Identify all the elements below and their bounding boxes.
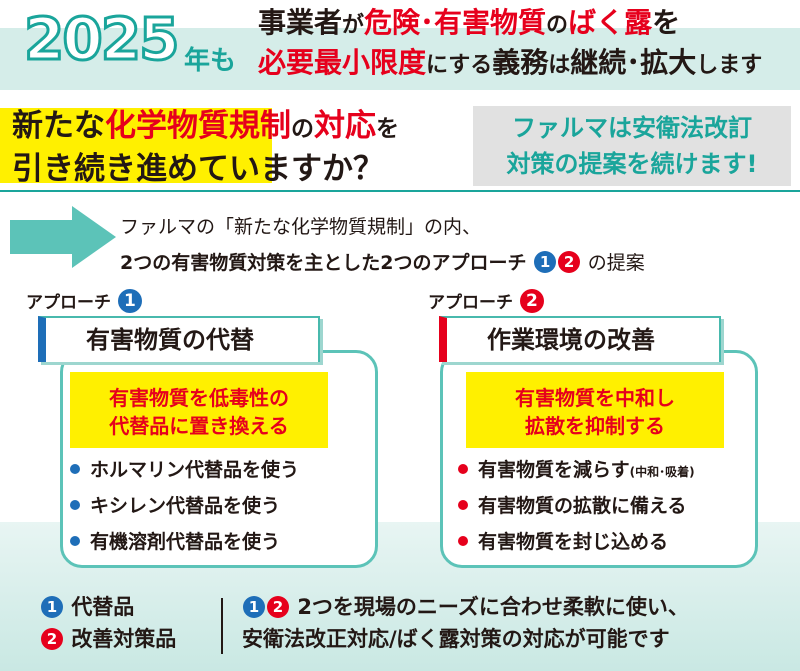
year-number: 2025 bbox=[22, 4, 180, 75]
question-particle: の bbox=[291, 116, 314, 142]
divider-line bbox=[0, 190, 800, 192]
legend-improvement: 2 改善対策品 bbox=[40, 625, 176, 653]
headline-segment: ばく露 bbox=[568, 6, 653, 39]
approach-1-highlight: 有害物質を低毒性の 代替品に置き換える bbox=[70, 372, 328, 448]
question-particle-2: を bbox=[376, 116, 399, 142]
question-text: 新たな化学物質規制の対応を 引き続き進めていますか？ bbox=[12, 106, 399, 189]
footer-badge-2: 2 bbox=[267, 596, 289, 618]
number-badge-2: 2 bbox=[558, 251, 581, 273]
list-item: ホルマリン代替品を使う bbox=[70, 452, 299, 488]
list-item-text: ホルマリン代替品を使う bbox=[90, 459, 300, 481]
approach-1-highlight-line-2: 代替品に置き換える bbox=[109, 414, 289, 438]
approach-label-text: アプローチ bbox=[428, 293, 513, 313]
number-badge-1: 1 bbox=[534, 251, 557, 273]
approach-2-label: アプローチ 2 bbox=[428, 289, 545, 315]
approach-1-title: 有害物質の代替 bbox=[38, 316, 320, 362]
intro-text-end: の提案 bbox=[587, 252, 645, 274]
list-item-text: 有害物質の拡散に備える bbox=[478, 495, 687, 517]
bullet-icon bbox=[70, 464, 80, 474]
headline-segment: は bbox=[548, 53, 571, 78]
approach-2-list: 有害物質を減らす(中和･吸着) 有害物質の拡散に備える 有害物質を封じ込める bbox=[458, 452, 695, 560]
list-item-text: 有機溶剤代替品を使う bbox=[90, 531, 281, 553]
legend-badge-1: 1 bbox=[41, 596, 63, 618]
question-line-2: 引き続き進めていますか？ bbox=[12, 151, 384, 187]
answer-line-2: 対策の提案を続けます! bbox=[506, 150, 758, 178]
headline-segment: します bbox=[696, 53, 763, 78]
headline-segment: の bbox=[546, 13, 569, 38]
headline-segment: 義務 bbox=[492, 46, 549, 79]
footer-text: 2つを現場のニーズに合わせ柔軟に使い、 bbox=[297, 595, 689, 619]
header-band bbox=[0, 28, 800, 90]
headline-line-1: 事業者が危険･有害物質のばく露を bbox=[258, 6, 680, 43]
headline-segment: 継続･拡大 bbox=[570, 46, 697, 79]
answer-text: ファルマは安衛法改訂 対策の提案を続けます! bbox=[473, 110, 791, 182]
list-item: キシレン代替品を使う bbox=[70, 488, 299, 524]
item-note: (中和･吸着) bbox=[629, 465, 695, 479]
headline-segment: 危険･有害物質 bbox=[364, 6, 547, 39]
bullet-icon bbox=[70, 500, 80, 510]
legend-text: 代替品 bbox=[71, 595, 135, 619]
approach-1-badge: 1 bbox=[117, 289, 142, 313]
headline-segment: にする bbox=[426, 53, 493, 78]
list-item-text: キシレン代替品を使う bbox=[90, 495, 281, 517]
legend-substitute: 1 代替品 bbox=[40, 593, 134, 621]
question-word: 新たな bbox=[12, 108, 105, 144]
question-highlight bbox=[0, 108, 272, 183]
legend-text: 改善対策品 bbox=[71, 627, 177, 651]
approach-1-label: アプローチ 1 bbox=[26, 289, 143, 315]
legend-badge-2: 2 bbox=[41, 628, 63, 650]
year-suffix: 年も bbox=[184, 46, 237, 76]
list-item: 有害物質を減らす(中和･吸着) bbox=[458, 452, 695, 488]
footer-badge-1: 1 bbox=[243, 596, 265, 618]
headline-segment: を bbox=[652, 6, 681, 39]
approach-2-highlight-line-1: 有害物質を中和し bbox=[515, 386, 675, 410]
list-item: 有機溶剤代替品を使う bbox=[70, 524, 299, 560]
approach-2-highlight: 有害物質を中和し 拡散を抑制する bbox=[466, 372, 724, 448]
list-item: 有害物質の拡散に備える bbox=[458, 488, 695, 524]
approach-2-title: 作業環境の改善 bbox=[439, 316, 721, 362]
bullet-icon bbox=[458, 536, 468, 546]
headline-segment: 事業者 bbox=[258, 6, 343, 39]
list-item-text: 有害物質を減らす bbox=[478, 459, 630, 481]
intro-line-1: ファルマの「新たな化学物質規制」の内、 bbox=[120, 216, 482, 238]
list-item: 有害物質を封じ込める bbox=[458, 524, 695, 560]
arrow-right-icon bbox=[10, 206, 116, 268]
headline-segment: が bbox=[342, 13, 365, 38]
approach-2-badge: 2 bbox=[519, 289, 544, 313]
list-item-text: 有害物質を封じ込める bbox=[478, 531, 669, 553]
intro-text: 2つの有害物質対策を主とした2つのアプローチ bbox=[120, 252, 527, 274]
question-keyword: 化学物質規制 bbox=[105, 108, 291, 144]
bullet-icon bbox=[70, 536, 80, 546]
footer-text-2: 安衛法改正対応/ばく露対策の対応が可能です bbox=[242, 627, 670, 651]
answer-box bbox=[473, 106, 791, 186]
footer-divider bbox=[221, 598, 223, 654]
approach-2-highlight-line-2: 拡散を抑制する bbox=[525, 414, 665, 438]
approach-1-list: ホルマリン代替品を使う キシレン代替品を使う 有機溶剤代替品を使う bbox=[70, 452, 299, 560]
headline-segment: 必要最小限度 bbox=[258, 46, 427, 79]
answer-line-1: ファルマは安衛法改訂 bbox=[512, 114, 752, 142]
approach-label-text: アプローチ bbox=[26, 293, 111, 313]
headline-line-2: 必要最小限度にする義務は継続･拡大します bbox=[258, 46, 762, 83]
approach-1-highlight-line-1: 有害物質を低毒性の bbox=[109, 386, 289, 410]
question-keyword-2: 対応 bbox=[314, 108, 376, 144]
bullet-icon bbox=[458, 464, 468, 474]
bullet-icon bbox=[458, 500, 468, 510]
